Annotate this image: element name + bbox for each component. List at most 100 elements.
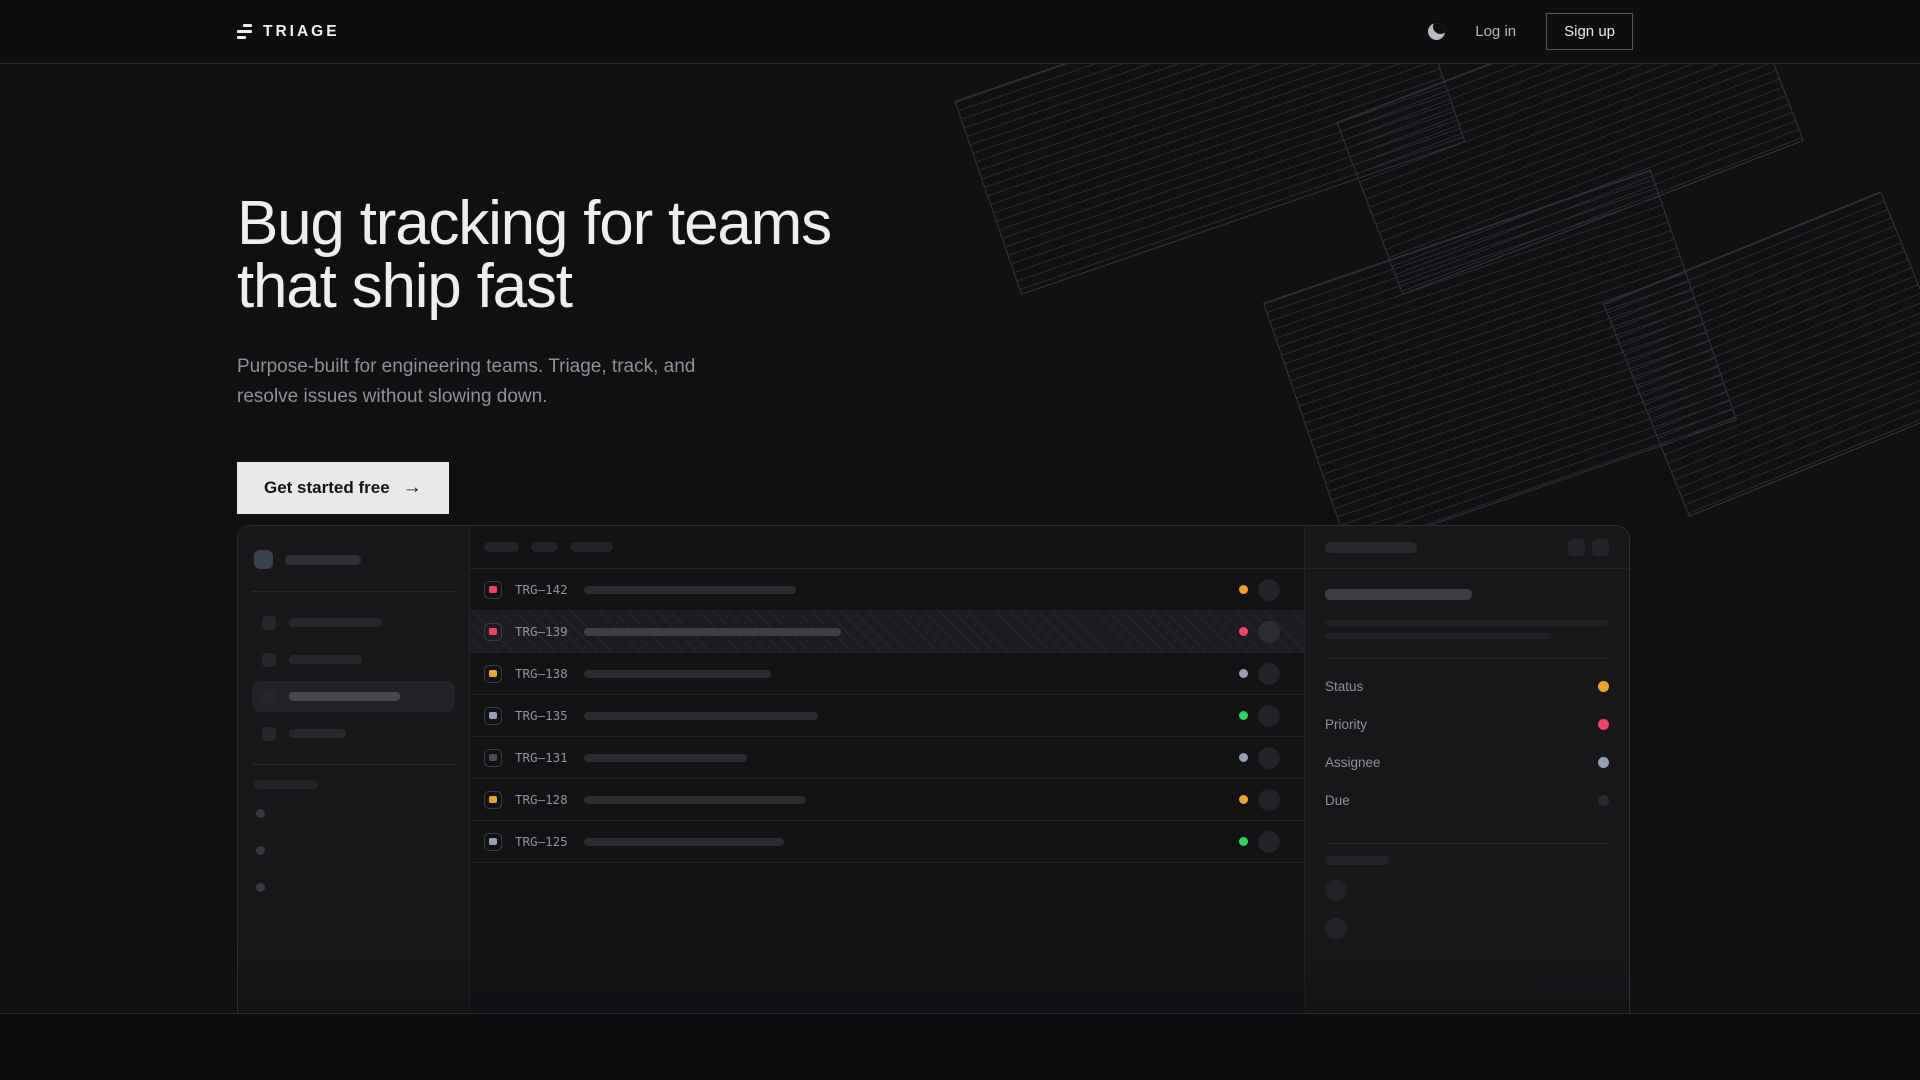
footer (0, 1014, 1920, 1079)
assignee-avatar (1258, 746, 1280, 769)
hero-subtitle-line: Purpose-built for engineering teams. Tri… (237, 356, 696, 377)
field-row: Priority (1325, 705, 1609, 743)
comment-avatar-skeleton (1325, 879, 1347, 901)
menu-icon (262, 652, 276, 667)
field-value-dot (1598, 718, 1609, 730)
issue-title-skeleton (584, 669, 771, 678)
get-started-button[interactable]: Get started free → (237, 462, 449, 514)
issue-row: TRG–142 (470, 569, 1304, 611)
issue-title-skeleton (584, 795, 806, 804)
skeleton-pill (531, 542, 558, 552)
field-value-dot (1598, 756, 1609, 768)
field-row: Due (1325, 781, 1609, 819)
sidebar-menu-item (252, 607, 455, 638)
hero-title: Bug tracking for teams that ship fast (237, 192, 832, 321)
issue-row: TRG–139 (470, 611, 1304, 653)
issue-id: TRG–135 (515, 708, 568, 723)
sidebar-dot (256, 809, 265, 818)
skeleton-pill (254, 780, 318, 789)
nav-actions: Log in Sign up (1428, 13, 1633, 50)
skeleton-pill (570, 542, 613, 552)
app-mockup: TRG–142 TRG–139 TRG–138 (237, 525, 1630, 1013)
arrow-right-icon: → (402, 477, 422, 498)
field-row: Assignee (1325, 743, 1609, 781)
moon-icon[interactable] (1428, 23, 1446, 40)
menu-icon (262, 726, 276, 741)
field-label: Assignee (1325, 754, 1381, 770)
menu-icon (262, 689, 276, 704)
issue-id: TRG–139 (515, 624, 568, 639)
detail-text-skeleton (1325, 633, 1553, 639)
detail-title-skeleton (1325, 589, 1472, 600)
assignee-avatar (1258, 788, 1280, 811)
status-dot (1239, 669, 1248, 678)
mockup-detail-panel: Status Priority Assignee Due (1304, 526, 1629, 1013)
hero-title-line: that ship fast (237, 252, 573, 321)
login-link[interactable]: Log in (1475, 23, 1517, 40)
issue-id: TRG–142 (515, 582, 568, 597)
brand-logo[interactable]: TRIAGE (237, 23, 340, 41)
divider (252, 591, 455, 592)
issue-row: TRG–128 (470, 779, 1304, 821)
skeleton-pill (289, 729, 346, 738)
workspace-switcher (254, 550, 453, 569)
issue-type-icon (484, 580, 502, 599)
detail-fields: Status Priority Assignee Due (1325, 667, 1609, 819)
field-value-dot (1598, 680, 1609, 692)
issue-row: TRG–125 (470, 821, 1304, 863)
detail-text-skeleton (1325, 620, 1609, 626)
issue-row: TRG–131 (470, 737, 1304, 779)
skeleton-pill (289, 618, 382, 627)
issue-type-icon (484, 748, 502, 767)
assignee-avatar (1258, 830, 1280, 853)
brand-name: TRIAGE (263, 22, 340, 40)
issue-title-skeleton (584, 837, 784, 846)
issue-type-icon (484, 622, 502, 641)
status-dot (1239, 837, 1248, 846)
assignee-avatar (1258, 704, 1280, 727)
signup-button[interactable]: Sign up (1546, 13, 1633, 50)
field-label: Due (1325, 792, 1350, 808)
field-value-dot (1598, 794, 1609, 806)
skeleton-pill (484, 542, 519, 552)
skeleton-pill (1325, 541, 1417, 553)
menu-icon (262, 615, 276, 630)
sidebar-dot (256, 846, 265, 855)
issue-title-skeleton (584, 711, 818, 720)
issue-type-icon (484, 790, 502, 809)
divider (1325, 658, 1609, 659)
icon-button (1592, 538, 1609, 556)
field-label: Status (1325, 678, 1364, 694)
detail-body: Status Priority Assignee Due (1305, 569, 1629, 957)
issue-id: TRG–138 (515, 666, 568, 681)
sidebar-menu-item (252, 644, 455, 675)
field-label: Priority (1325, 716, 1368, 732)
status-dot (1239, 627, 1248, 636)
issue-title-skeleton (584, 585, 796, 594)
issue-type-icon (484, 664, 502, 683)
sidebar-menu-item-active (252, 681, 455, 712)
issue-id: TRG–128 (515, 792, 568, 807)
workspace-avatar (254, 550, 273, 569)
skeleton-pill (1325, 856, 1389, 865)
issue-type-icon (484, 706, 502, 725)
hero-subtitle-line: resolve issues without slowing down. (237, 386, 548, 407)
issue-id: TRG–125 (515, 834, 568, 849)
sidebar-dot (256, 883, 265, 892)
assignee-avatar (1258, 620, 1280, 643)
status-dot (1239, 711, 1248, 720)
issue-title-skeleton (584, 753, 747, 762)
issue-row: TRG–135 (470, 695, 1304, 737)
mockup-issue-list: TRG–142 TRG–139 TRG–138 (470, 526, 1304, 1013)
status-dot (1239, 795, 1248, 804)
divider (252, 764, 455, 765)
get-started-label: Get started free (264, 478, 390, 497)
issue-title-skeleton (584, 627, 841, 636)
skeleton-pill (289, 655, 362, 664)
top-nav: TRIAGE Log in Sign up (0, 0, 1920, 64)
comment-avatar-skeleton (1325, 918, 1347, 940)
issue-id: TRG–131 (515, 750, 568, 765)
field-row: Status (1325, 667, 1609, 705)
issue-row: TRG–138 (470, 653, 1304, 695)
detail-toolbar (1305, 526, 1629, 569)
